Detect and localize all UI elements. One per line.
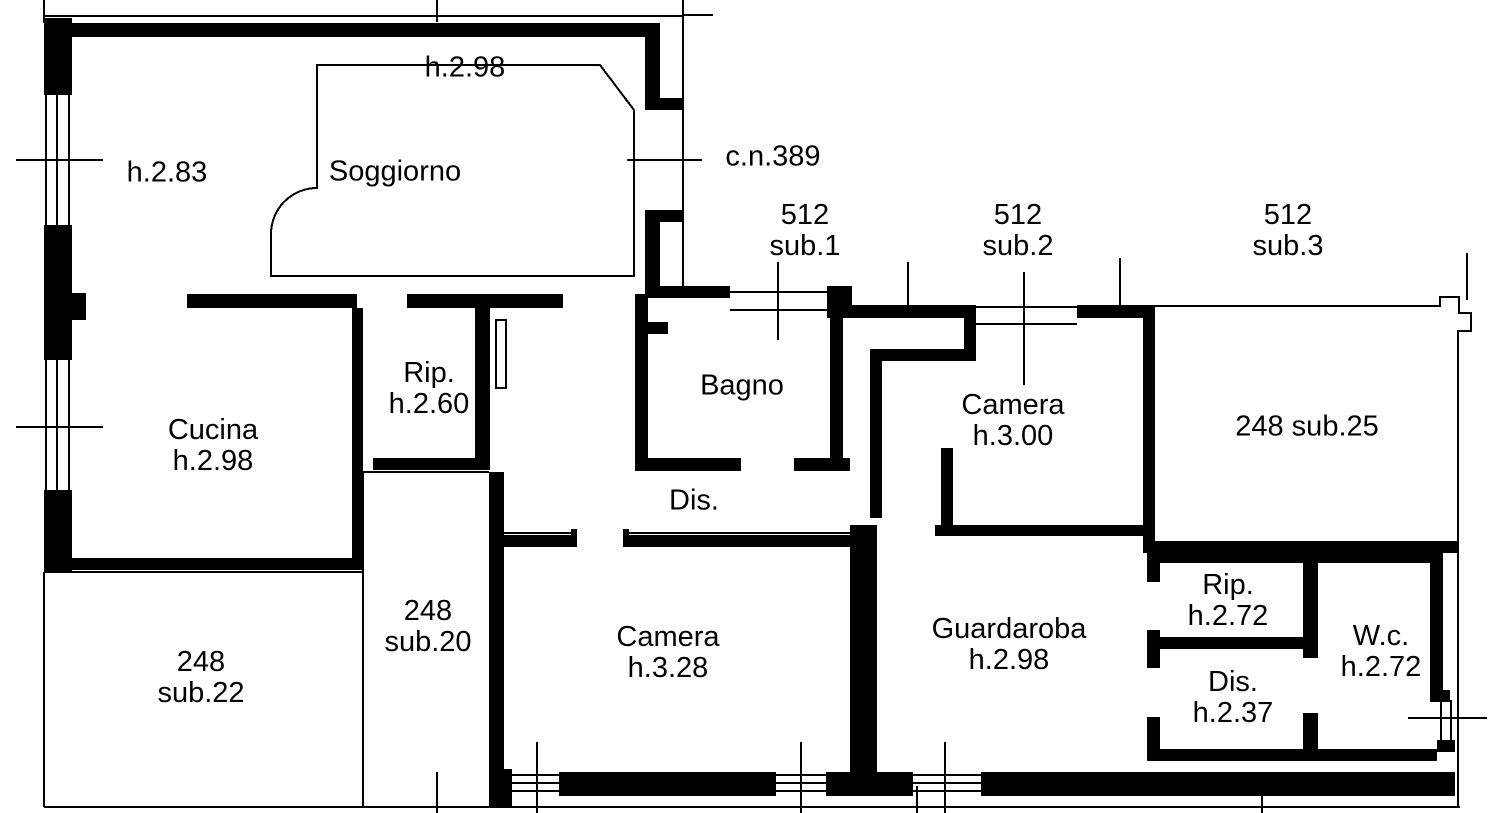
wall-left-bump: [72, 293, 86, 320]
wall-north-c: [1077, 305, 1155, 318]
wall-rip260-stem: [475, 308, 490, 470]
wall-hall-south: [645, 286, 730, 298]
room-label-dis237: Dis.h.2.37: [1192, 666, 1274, 729]
room-label-bagno: Bagno: [700, 369, 784, 402]
wall-dis-south2: [623, 535, 852, 547]
wall-dis-south1: [504, 535, 577, 547]
wall-wc-right: [1430, 548, 1443, 697]
wall-top: [65, 23, 658, 37]
label-h298-soggiorno: h.2.98: [424, 51, 506, 84]
wall-rip272-top: [1160, 552, 1438, 563]
boundary-sub22: [43, 571, 363, 807]
wall-cucina-bottom: [70, 558, 355, 570]
window-wc: [1440, 700, 1452, 742]
wall-left-seg1: [44, 18, 72, 95]
room-label-rip260: Rip.h.2.60: [388, 357, 470, 420]
wall-bottom-1: [559, 772, 776, 796]
jamb-dis-door2: [623, 529, 629, 547]
boundary-right-notched: [1155, 296, 1472, 807]
wall-bottom-pier: [489, 769, 512, 807]
wall-bagno-cap: [635, 322, 668, 334]
wall-rip272-bottom: [1155, 637, 1303, 649]
wall-camera300-stub: [941, 448, 953, 536]
wall-sub25-left: [1143, 305, 1155, 553]
wall-camera300-top: [870, 349, 976, 361]
wall-camera328-right: [850, 525, 877, 776]
wall-wc-west-upper: [1303, 552, 1318, 658]
wall-bottom-2: [826, 772, 913, 796]
room-label-dis-corridoio: Dis.: [669, 484, 719, 517]
wall-left-seg3: [44, 490, 72, 572]
thin-lines-layer: [16, 0, 1487, 813]
wall-sub25-bottom: [1155, 541, 1458, 553]
window-bottom-3: [913, 774, 981, 792]
wall-rip272-jog: [1147, 552, 1160, 582]
room-label-wc: W.c.h.2.72: [1340, 620, 1422, 683]
wall-bagno-right: [830, 307, 843, 460]
wall-hall-lower: [645, 210, 660, 298]
wall-cucina-right: [352, 308, 363, 570]
label-248-sub25: 248 sub.25: [1235, 410, 1379, 443]
wall-hall-upper-foot: [645, 98, 683, 110]
wall-dis237-south: [1147, 749, 1437, 761]
wall-cucina-top: [187, 294, 357, 308]
window-sub2: [976, 306, 1077, 325]
room-label-rip272: Rip.h.2.72: [1187, 569, 1269, 632]
boundary-sub20: [362, 471, 489, 807]
wall-hall-upper: [645, 23, 660, 110]
wall-sogg-south: [407, 294, 563, 308]
jamb-dis-door1: [571, 529, 577, 547]
wall-wc-corner-bottom: [1437, 740, 1455, 752]
wall-camera328-left: [489, 472, 504, 776]
wall-camera300-bottom: [935, 525, 1143, 536]
wall-bottom-3: [981, 772, 1455, 796]
wall-left-seg2: [44, 225, 72, 360]
wall-rip260-bottom: [373, 458, 480, 470]
label-h283: h.2.83: [126, 156, 208, 189]
wall-camera300-left: [870, 349, 882, 518]
wall-bagno-bottom2: [794, 458, 850, 471]
wall-wc-corner-top: [1430, 690, 1450, 702]
window-left-2: [45, 360, 70, 490]
room-label-soggiorno: Soggiorno: [328, 155, 462, 188]
walls-layer: [44, 18, 1458, 807]
wall-bagno-bottom1: [644, 458, 741, 471]
wall-north-b: [852, 305, 976, 318]
boundary-top: [43, 0, 713, 23]
wall-camera300-conn: [964, 305, 976, 355]
door-leaf-corridor: [495, 319, 507, 389]
window-bottom-1: [512, 774, 559, 792]
label-cn389: c.n.389: [725, 140, 821, 173]
wall-bagno-left: [635, 294, 648, 471]
soggiorno-outline: [270, 64, 635, 277]
